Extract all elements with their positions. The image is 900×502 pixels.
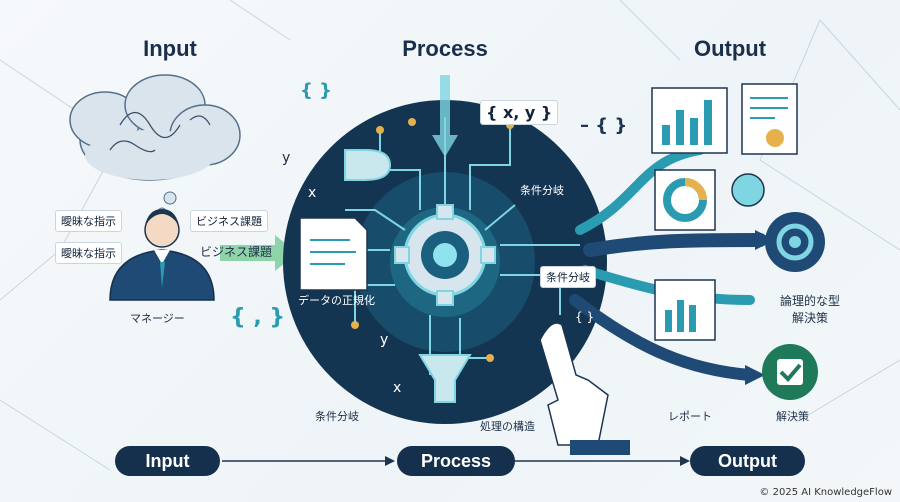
funnel-icon (418, 354, 472, 403)
checkmark-icon (762, 344, 818, 400)
brace-text: { } (300, 80, 332, 101)
heading-process: Process (402, 36, 488, 61)
arrow-right-icon (220, 235, 297, 271)
bracket-text: { , } (230, 305, 285, 330)
logic-label-line2: 解決策 (792, 311, 829, 325)
document-icon (299, 217, 368, 291)
axis-y-label: y (380, 332, 389, 348)
axis-x-label: x (393, 380, 402, 396)
copyright-text: © 2025 AI KnowledgeFlow (759, 487, 892, 498)
person-label: マネージー (130, 312, 185, 325)
logic-label: 論理的な型 解決策 (780, 292, 840, 326)
flow-step-output: Output (690, 446, 805, 476)
branch-label: 条件分岐 (540, 266, 596, 288)
report-stack-icon (654, 279, 716, 341)
logic-gate-icon (344, 149, 392, 181)
cloud-icon (69, 74, 241, 217)
person-icon (109, 209, 215, 301)
flow-step-process: Process (397, 446, 515, 476)
thought-label: ビジネス課題 (190, 210, 268, 232)
heading-output: Output (693, 36, 767, 61)
output-gear-icon (765, 212, 825, 272)
report-icon (741, 83, 798, 155)
branch-label: 条件分岐 (315, 410, 359, 423)
thought-label: 曖昧な指示 (55, 210, 122, 232)
circuit-nodes (326, 118, 514, 362)
thought-label: ビジネス課題 (200, 245, 273, 259)
axis-x-label: x (308, 185, 317, 201)
brace-text: – { } (580, 115, 628, 136)
normalize-label: データの正規化 (298, 294, 375, 307)
pie-chart-icon (654, 169, 765, 231)
axis-y-label: y (282, 150, 291, 166)
hand-pointer-icon (539, 322, 630, 455)
logic-label-line1: 論理的な型 (780, 294, 841, 308)
gear-icon (394, 204, 496, 306)
solution-label: 解決策 (776, 410, 809, 423)
report-label: レポート (668, 410, 712, 423)
branch-label: 条件分岐 (520, 184, 564, 197)
brace-text: { } (575, 310, 595, 324)
flow-step-input: Input (115, 446, 220, 476)
xy-label: { x, y } (480, 100, 559, 125)
structure-label: 処理の構造 (480, 420, 535, 433)
heading-input: Input (143, 36, 197, 61)
thought-label: 曖昧な指示 (55, 242, 122, 264)
bar-chart-icon (651, 87, 728, 154)
